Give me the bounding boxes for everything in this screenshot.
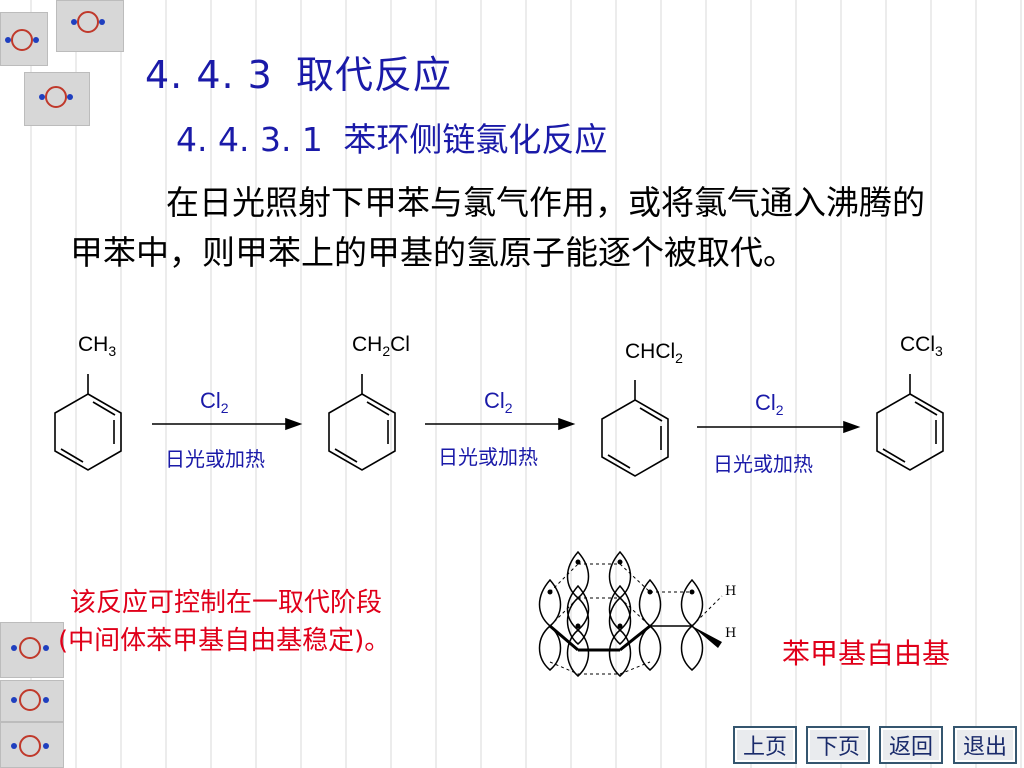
- subsection-title: 苯环侧链氯化反应: [343, 120, 608, 159]
- molecule-formula-3: CHCl2: [625, 340, 683, 366]
- molecule-formula-1: CH3: [78, 333, 117, 359]
- molecule-decoration-icon: [56, 0, 124, 52]
- back-button[interactable]: 返回: [879, 726, 943, 764]
- hydrogen-label-bottom: H: [725, 626, 737, 641]
- section-title: 取代反应: [295, 53, 452, 97]
- next-page-button[interactable]: 下页: [806, 726, 870, 764]
- condition-label-1: 日光或加热: [165, 447, 265, 471]
- reagent-label-1: Cl2: [200, 388, 229, 416]
- section-number: 4. 4. 3: [145, 53, 273, 97]
- reaction-arrow-1: [152, 417, 303, 431]
- condition-label-3: 日光或加热: [713, 452, 813, 476]
- molecule-formula-2: CH2Cl: [352, 333, 410, 359]
- reagent-label-2: Cl2: [484, 388, 513, 416]
- reaction-arrow-3: [697, 420, 861, 434]
- prev-page-button[interactable]: 上页: [733, 726, 797, 764]
- note-line-2: (中间体苯甲基自由基稳定)。: [58, 626, 391, 656]
- molecule-decoration-icon: [5, 11, 105, 108]
- molecule-decoration-icon: [0, 622, 64, 678]
- molecule-decoration-icon: [0, 680, 64, 722]
- condition-label-2: 日光或加热: [438, 445, 538, 469]
- p-orbital-5: [608, 584, 632, 677]
- reaction-scheme: [54, 374, 944, 477]
- p-orbital-4: [566, 584, 590, 677]
- benzene-ring-2: [328, 374, 396, 471]
- subsection-heading: 4. 4. 3. 1 苯环侧链氯化反应: [176, 113, 607, 161]
- subsection-number: 4. 4. 3. 1: [176, 120, 323, 159]
- section-heading: 4. 4. 3 取代反应: [145, 44, 452, 99]
- benzyl-radical-label: 苯甲基自由基: [782, 637, 951, 670]
- reaction-arrow-2: [425, 417, 576, 431]
- reagent-label-3: Cl2: [755, 390, 784, 418]
- hydrogen-label-top: H: [725, 584, 737, 599]
- molecule-decoration-icon: [24, 72, 90, 126]
- note-text: 该反应可控制在一取代阶段 (中间体苯甲基自由基稳定)。: [58, 584, 390, 660]
- note-line-1: 该反应可控制在一取代阶段: [70, 588, 383, 618]
- benzyl-radical-orbital-diagram: [538, 550, 723, 677]
- benzene-ring-4: [876, 374, 944, 471]
- body-paragraph: 在日光照射下甲苯与氯气作用，或将氯气通入沸腾的甲苯中，则甲苯上的甲基的氢原子能逐…: [70, 178, 950, 278]
- benzene-ring-3: [601, 380, 669, 477]
- molecule-formula-4: CCl3: [900, 333, 943, 359]
- benzene-ring-1: [54, 374, 122, 471]
- molecule-decoration-icon: [11, 637, 49, 757]
- molecule-decoration-icon: [0, 722, 64, 768]
- exit-button[interactable]: 退出: [953, 726, 1017, 764]
- paragraph-text: 在日光照射下甲苯与氯气作用，或将氯气通入沸腾的甲苯中，则甲苯上的甲基的氢原子能逐…: [70, 183, 925, 272]
